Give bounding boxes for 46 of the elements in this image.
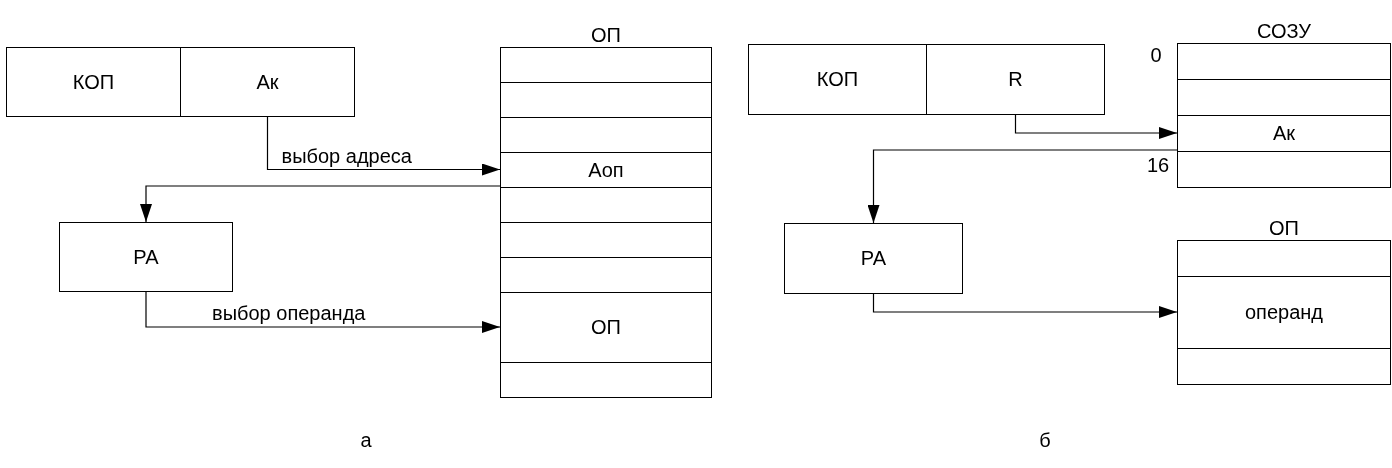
memory-cell [1177, 348, 1391, 385]
memory-cell [500, 257, 712, 293]
register-box [926, 44, 1105, 115]
box-text: R [1008, 68, 1023, 91]
box-text: РА [860, 247, 887, 270]
cell-text: операнд [1244, 301, 1323, 324]
memory-cell [500, 362, 712, 398]
memory-cell [500, 152, 712, 188]
memory-title: ОП [1268, 216, 1300, 240]
cell-text: ОП [591, 316, 621, 339]
box-text: РА [133, 245, 159, 269]
memory-cell [500, 117, 712, 153]
register-box [784, 223, 963, 294]
figure-label: б [1039, 429, 1051, 451]
memory-cell [1177, 43, 1391, 80]
cell-text: Аоп [588, 158, 624, 182]
arrow [145, 291, 501, 333]
register-box [6, 47, 181, 117]
memory-cell [1177, 276, 1391, 349]
memory-title: СОЗУ [1255, 19, 1313, 43]
memory-cell [500, 47, 712, 83]
box-text: КОП [72, 70, 115, 94]
arrow [872, 293, 1178, 318]
memory-cell [1177, 151, 1391, 188]
memory-cell [500, 187, 712, 223]
figure-label: а [360, 429, 372, 451]
address-number: 16 [1146, 154, 1170, 176]
address-number: 0 [1150, 44, 1162, 66]
memory-cell [500, 82, 712, 118]
arrow [140, 185, 501, 223]
box-text: КОП [816, 68, 859, 91]
memory-cell [1177, 79, 1391, 116]
memory-cell [500, 222, 712, 258]
arrow [1014, 114, 1178, 139]
memory-title: ОП [590, 23, 622, 47]
register-box [59, 222, 233, 292]
register-box [180, 47, 355, 117]
memory-cell [500, 292, 712, 363]
edge-label: выбор операнда [212, 302, 366, 324]
arrow [266, 116, 501, 176]
arrow [867, 149, 1178, 224]
cell-text: Ак [1272, 122, 1296, 145]
memory-cell [1177, 115, 1391, 152]
box-text: Ак [256, 70, 279, 94]
memory-cell [1177, 240, 1391, 277]
register-box [748, 44, 927, 115]
